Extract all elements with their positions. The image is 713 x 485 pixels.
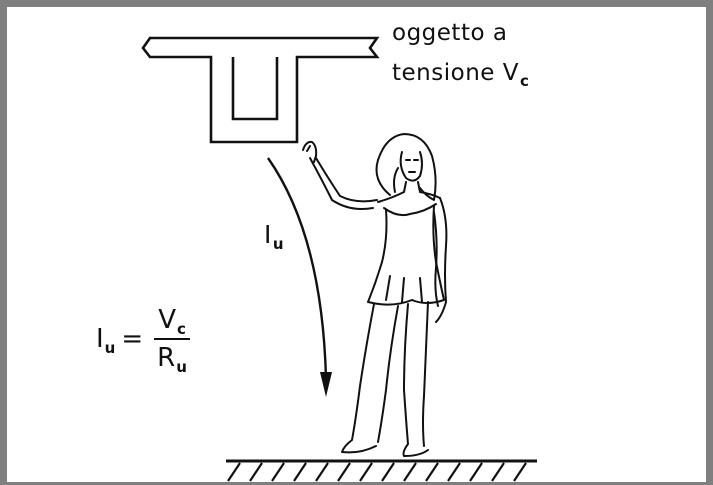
energized-object-inner [231, 57, 279, 121]
formula-den-symbol: R [157, 343, 176, 373]
object-label-prefix: tensione V [392, 60, 519, 86]
formula-den-subscript: u [176, 358, 187, 376]
object-label-line1: oggetto a [392, 20, 508, 46]
ground-hatching [227, 462, 527, 482]
person-figure [302, 133, 448, 457]
formula-fraction: Vc Ru [153, 305, 191, 376]
ohms-law-formula: Iu = Vc Ru [96, 305, 191, 376]
formula-num-symbol: V [158, 305, 176, 335]
formula-lhs-symbol: I [96, 324, 104, 354]
current-symbol: I [264, 220, 272, 249]
current-label: Iu [264, 220, 284, 252]
formula-equals: = [121, 324, 144, 354]
energized-object [141, 36, 380, 144]
current-arrowhead [320, 372, 332, 397]
formula-denominator: Ru [153, 340, 191, 376]
formula-num-subscript: c [176, 320, 186, 338]
object-label-line2: tensione Vc [392, 60, 529, 89]
formula-lhs: Iu [96, 324, 116, 357]
object-label-subscript: c [519, 72, 530, 90]
current-arrow [267, 157, 328, 379]
current-subscript: u [272, 235, 285, 253]
formula-lhs-subscript: u [104, 339, 116, 357]
formula-numerator: Vc [154, 305, 190, 340]
